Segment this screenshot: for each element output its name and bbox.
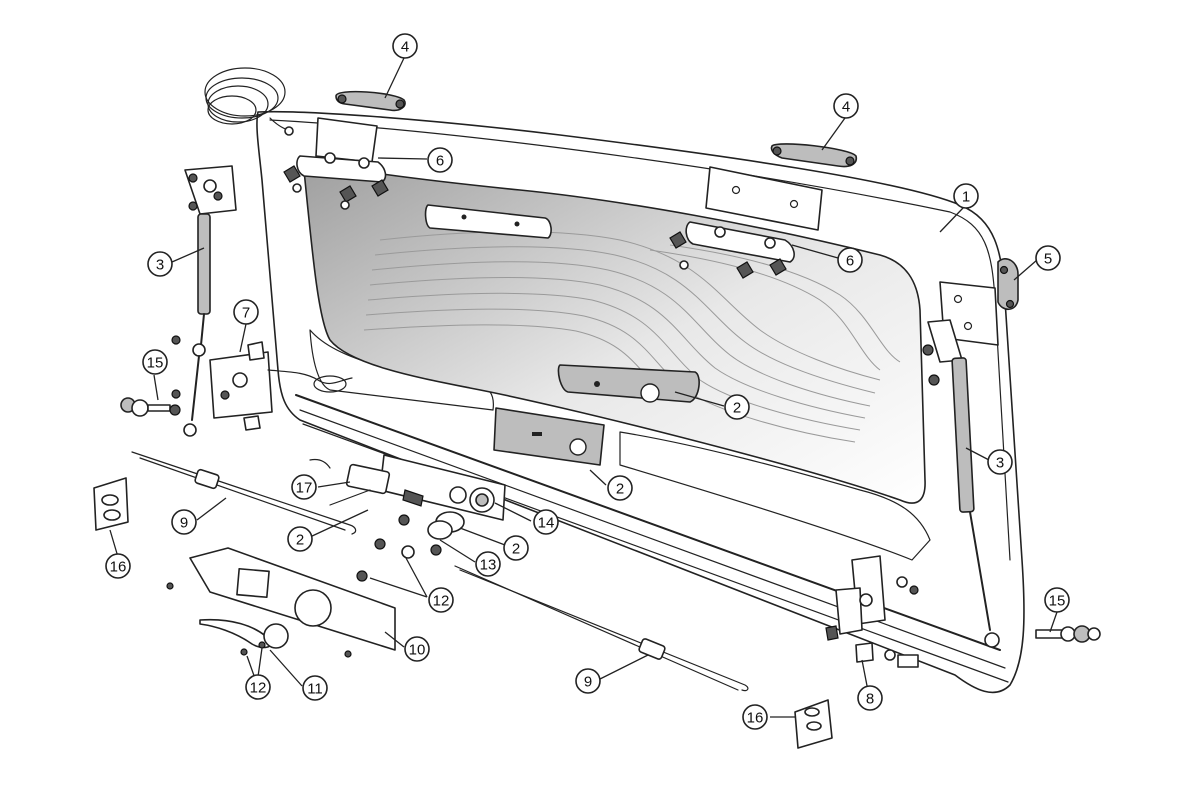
bolt-assembly-left: [120, 397, 181, 417]
callout-2-center-plate: 2: [607, 475, 633, 501]
callout-2-glass-plate: 2: [724, 394, 750, 420]
callout-15-right: 15: [1044, 587, 1070, 613]
svg-text:2: 2: [733, 400, 741, 417]
release-cable-left: [131, 451, 357, 535]
gas-strut-right: [922, 319, 1000, 648]
svg-text:6: 6: [436, 153, 444, 170]
callout-3-right: 3: [987, 449, 1013, 475]
svg-text:1: 1: [962, 189, 970, 206]
callout-9-left: 9: [171, 509, 197, 535]
callout-8: 8: [857, 685, 883, 711]
callout-1: 1: [953, 183, 979, 209]
hinge-pad-left: [335, 90, 406, 112]
svg-text:4: 4: [401, 39, 409, 56]
callout-2-lock-ring: 2: [503, 535, 529, 561]
svg-text:5: 5: [1044, 251, 1052, 268]
svg-text:14: 14: [538, 515, 555, 532]
svg-text:3: 3: [996, 455, 1004, 472]
callout-13: 13: [475, 551, 501, 577]
svg-text:12: 12: [433, 593, 450, 610]
center-lower-plate: [493, 407, 605, 466]
lock-mechanism: [309, 454, 506, 582]
callout-16-right: 16: [742, 704, 768, 730]
callout-4-right: 4: [833, 93, 859, 119]
callout-4-left: 4: [392, 33, 418, 59]
svg-text:12: 12: [250, 680, 267, 697]
right-side-bracket: [939, 281, 999, 346]
svg-text:6: 6: [846, 253, 854, 270]
callout-9-center: 9: [575, 668, 601, 694]
callout-11: 11: [302, 675, 328, 701]
svg-text:4: 4: [842, 99, 850, 116]
svg-text:9: 9: [180, 515, 188, 532]
callout-17: 17: [291, 474, 317, 500]
callout-16-left: 16: [105, 553, 131, 579]
callout-labels: 1 2 2 2 2 3 3 4 4 5 6 6 7 8 9 9 10 11 12…: [105, 33, 1070, 730]
svg-text:2: 2: [616, 481, 624, 498]
svg-text:15: 15: [147, 355, 164, 372]
callout-2-lock-screw: 2: [287, 526, 313, 552]
release-cable-center: [454, 565, 749, 692]
svg-text:10: 10: [409, 642, 426, 659]
svg-text:7: 7: [242, 305, 250, 322]
right-hinge: [669, 166, 823, 279]
svg-text:11: 11: [307, 681, 323, 698]
callout-6-right: 6: [837, 247, 863, 273]
gas-strut-left: [171, 165, 237, 437]
left-hinge: [283, 117, 389, 210]
callout-12-lock: 12: [428, 587, 454, 613]
svg-text:2: 2: [512, 541, 520, 558]
handle-trim: [199, 618, 289, 656]
svg-text:13: 13: [480, 557, 497, 574]
svg-text:9: 9: [584, 674, 592, 691]
svg-text:17: 17: [296, 480, 313, 497]
svg-text:15: 15: [1049, 593, 1066, 610]
callout-3-left: 3: [147, 251, 173, 277]
callout-12-bottom: 12: [245, 674, 271, 700]
svg-text:16: 16: [110, 559, 127, 576]
striker-bracket-left: [93, 477, 129, 531]
callout-5: 5: [1035, 245, 1061, 271]
callout-15-left: 15: [142, 349, 168, 375]
callout-14: 14: [533, 509, 559, 535]
hinge-pad-right: [770, 143, 858, 168]
svg-text:8: 8: [866, 691, 874, 708]
right-latch: [825, 555, 919, 668]
bumper-pad: [997, 258, 1019, 311]
bolt-assembly-right: [1035, 625, 1101, 643]
svg-text:3: 3: [156, 257, 164, 274]
wire-harness-coil: [204, 67, 294, 136]
striker-bracket-right: [794, 699, 833, 749]
left-latch: [209, 341, 353, 431]
callout-10: 10: [404, 636, 430, 662]
svg-text:2: 2: [296, 532, 304, 549]
callout-6-left: 6: [427, 147, 453, 173]
callout-7: 7: [233, 299, 259, 325]
svg-text:16: 16: [747, 710, 764, 727]
cover-plate: [166, 547, 396, 658]
